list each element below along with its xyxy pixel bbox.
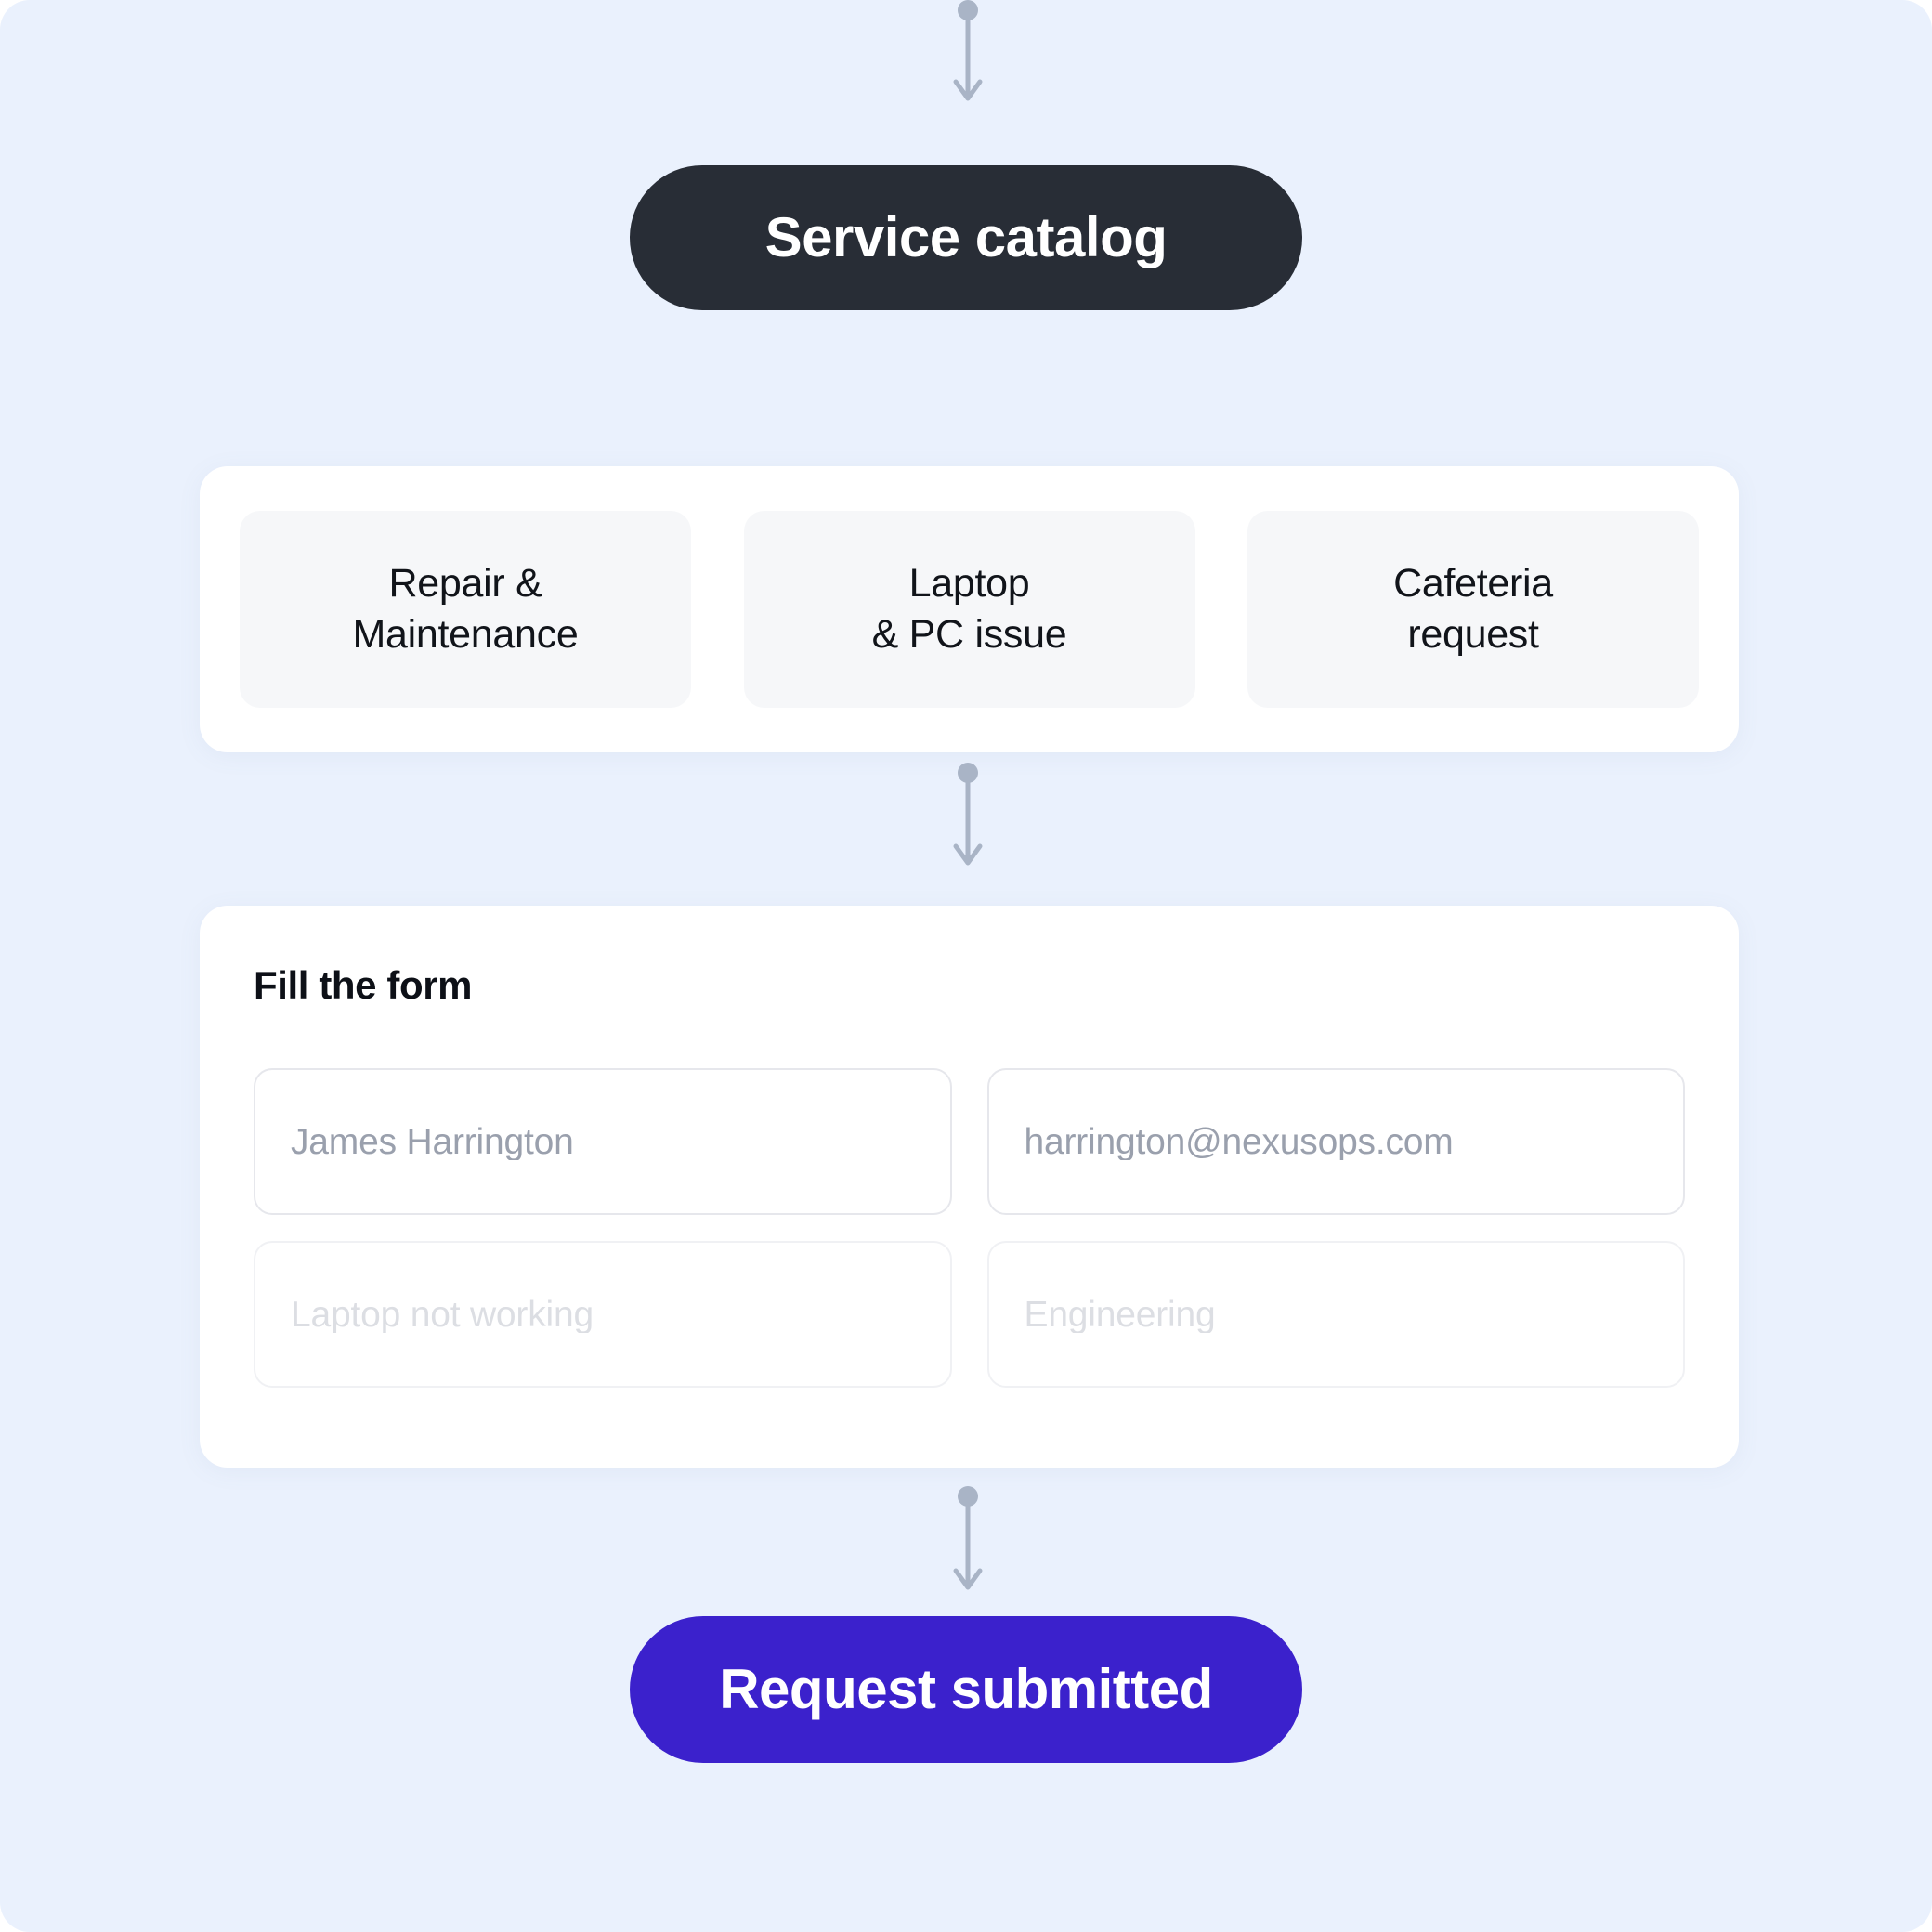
- category-card-label-line2: & PC issue: [871, 612, 1067, 657]
- category-card-label-line1: Repair &: [388, 560, 542, 606]
- category-card-cafeteria-request[interactable]: Cafeteria request: [1247, 511, 1699, 708]
- connector-catalog-to-categories: [953, 0, 983, 104]
- form-field-grid: James Harrington harrington@nexusops.com…: [254, 1068, 1685, 1388]
- connector-categories-to-form: [953, 763, 983, 868]
- connector-form-to-submit: [953, 1486, 983, 1593]
- full-name-field[interactable]: James Harrington: [254, 1068, 952, 1215]
- issue-summary-field[interactable]: Laptop not working: [254, 1241, 952, 1388]
- category-card-label-line1: Cafeteria: [1393, 560, 1553, 606]
- department-field[interactable]: Engineering: [986, 1241, 1685, 1388]
- service-categories-panel: Repair & Maintenance Laptop & PC issue C…: [200, 466, 1739, 752]
- category-card-label-line2: Maintenance: [352, 612, 579, 657]
- department-placeholder: Engineering: [1024, 1296, 1216, 1333]
- category-card-label-line2: request: [1407, 612, 1539, 657]
- category-card-repair-maintenance[interactable]: Repair & Maintenance: [240, 511, 691, 708]
- form-heading: Fill the form: [254, 963, 473, 1007]
- full-name-placeholder: James Harrington: [291, 1123, 574, 1160]
- category-card-laptop-pc-issue[interactable]: Laptop & PC issue: [743, 511, 1195, 708]
- service-catalog-label: Service catalog: [764, 206, 1168, 268]
- fill-the-form-panel: Fill the form James Harrington harringto…: [200, 906, 1739, 1468]
- request-submitted-pill[interactable]: Request submitted: [630, 1616, 1302, 1763]
- issue-summary-placeholder: Laptop not working: [291, 1296, 594, 1333]
- service-catalog-pill[interactable]: Service catalog: [630, 165, 1302, 310]
- email-placeholder: harrington@nexusops.com: [1024, 1123, 1454, 1160]
- email-field[interactable]: harrington@nexusops.com: [986, 1068, 1685, 1215]
- request-submitted-label: Request submitted: [719, 1658, 1213, 1720]
- category-card-label-line1: Laptop: [908, 560, 1030, 606]
